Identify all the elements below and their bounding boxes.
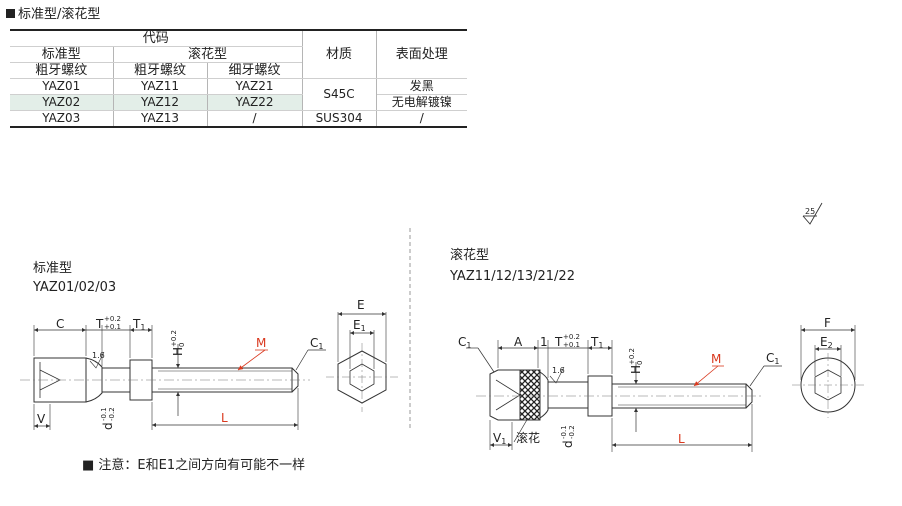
- knurled-title: 滚花型: [450, 247, 489, 263]
- header-coarse-thread: 粗牙螺纹: [10, 62, 114, 79]
- dim-t1-knurled: T1: [590, 335, 603, 350]
- dim-t-tol-lower: +0.1: [563, 341, 580, 349]
- dim-t-tol-lower: +0.1: [104, 323, 121, 331]
- knurled-codes: YAZ11/12/13/21/22: [449, 269, 575, 284]
- dim-h-tol-lower: 0: [636, 361, 644, 365]
- table-header-row: 粗牙螺纹 粗牙螺纹 细牙螺纹: [10, 62, 467, 79]
- header-material: 材质: [301, 29, 377, 79]
- dim-l: L: [221, 411, 228, 425]
- header-code: 代码: [10, 29, 303, 47]
- square-bullet-icon: [6, 9, 15, 18]
- knurl-label: 滚花: [516, 430, 540, 445]
- dim-f: F: [824, 316, 831, 330]
- dim-c1-knurled: C1: [458, 335, 471, 350]
- cell-code: /: [206, 110, 303, 128]
- note-text: ■ 注意：E和E1之间方向有可能不一样: [82, 457, 305, 473]
- dim-h-knurled: H: [629, 365, 643, 374]
- dim-e2: E2: [820, 335, 833, 350]
- dim-h-tol-upper: +0.2: [628, 348, 636, 365]
- dim-a: A: [514, 335, 523, 349]
- cell-surface: /: [375, 110, 468, 128]
- cell-code: YAZ12: [112, 94, 208, 111]
- dim-l-knurled: L: [678, 432, 685, 446]
- knurled-type-drawing: 滚花型 YAZ11/12/13/21/22: [449, 247, 864, 452]
- dim-v: V: [37, 412, 46, 426]
- dim-h-tol-lower: 0: [178, 343, 186, 347]
- dim-e1: E1: [353, 318, 366, 333]
- header-coarse-thread: 粗牙螺纹: [112, 62, 208, 79]
- dim-d: d: [101, 422, 115, 430]
- round-end-view: [792, 325, 864, 418]
- section-heading: 标准型/滚花型: [6, 6, 100, 24]
- dim-h-knurled-group: H +0.2 0: [628, 348, 644, 374]
- standard-codes: YAZ01/02/03: [32, 280, 116, 295]
- roughness-check-icon: [89, 351, 105, 369]
- dim-e: E: [357, 298, 365, 312]
- cell-code: YAZ22: [206, 94, 303, 111]
- dim-one: 1: [540, 335, 548, 349]
- cell-material: S45C: [301, 78, 377, 111]
- standard-title: 标准型: [33, 261, 72, 276]
- dim-h-group: H +0.2 0: [170, 330, 186, 356]
- cell-code: YAZ21: [206, 78, 303, 95]
- dim-t1: T1: [132, 317, 145, 332]
- standard-type-drawing: 标准型 YAZ01/02/03: [20, 261, 398, 430]
- cell-code: YAZ13: [112, 110, 208, 128]
- dim-d-knurled: d: [561, 440, 575, 448]
- header-fine-thread: 细牙螺纹: [206, 62, 303, 79]
- table-header-row: 代码 材质 表面处理: [10, 29, 468, 79]
- dim-h: H: [171, 347, 185, 356]
- dim-t: T: [95, 317, 104, 331]
- dim-d-tol-upper: -0.1: [560, 425, 568, 439]
- cell-surface: 无电解镀镍: [375, 94, 468, 111]
- dim-h-tol-upper: +0.2: [170, 330, 178, 347]
- dim-d-tol-lower: -0.2: [108, 407, 116, 421]
- cell-code: YAZ02: [10, 94, 114, 111]
- dim-m: M: [256, 336, 266, 350]
- dim-d-tol-upper: -0.1: [100, 407, 108, 421]
- table-row: YAZ03 YAZ13 / SUS304 /: [10, 110, 468, 128]
- dim-c: C: [56, 317, 64, 331]
- hex-end-view: [326, 311, 398, 412]
- dim-c1b-knurled: C1: [766, 351, 779, 366]
- spec-table: 代码 材质 表面处理 标准型 滚花型 粗牙螺纹 粗牙螺纹 细牙螺纹 YAZ01 …: [10, 29, 468, 128]
- surface-roughness-symbol: 25: [802, 202, 823, 225]
- section-heading-text: 标准型/滚花型: [18, 7, 101, 22]
- roughness-mark: 1.6: [552, 366, 565, 375]
- table-row: YAZ02 YAZ12 YAZ22 无电解镀镍: [10, 94, 468, 111]
- dim-d-knurled-group: d -0.1 -0.2: [560, 425, 576, 448]
- dim-t-knurled: T: [554, 335, 563, 349]
- dim-d-tol-lower: -0.2: [568, 425, 576, 439]
- dim-m-knurled: M: [711, 352, 721, 366]
- roughness-value: 25: [805, 207, 815, 216]
- header-standard: 标准型: [10, 46, 114, 63]
- cell-material: SUS304: [301, 110, 377, 128]
- dim-c1: C1: [310, 336, 323, 351]
- roughness-mark: 1.6: [92, 351, 105, 360]
- dim-t-tol-upper: +0.2: [563, 333, 580, 341]
- dim-v1: V1: [493, 431, 506, 446]
- dim-d-group: d -0.1 -0.2: [100, 407, 116, 430]
- roughness-check-icon: [549, 366, 565, 384]
- dim-t-tol-upper: +0.2: [104, 315, 121, 323]
